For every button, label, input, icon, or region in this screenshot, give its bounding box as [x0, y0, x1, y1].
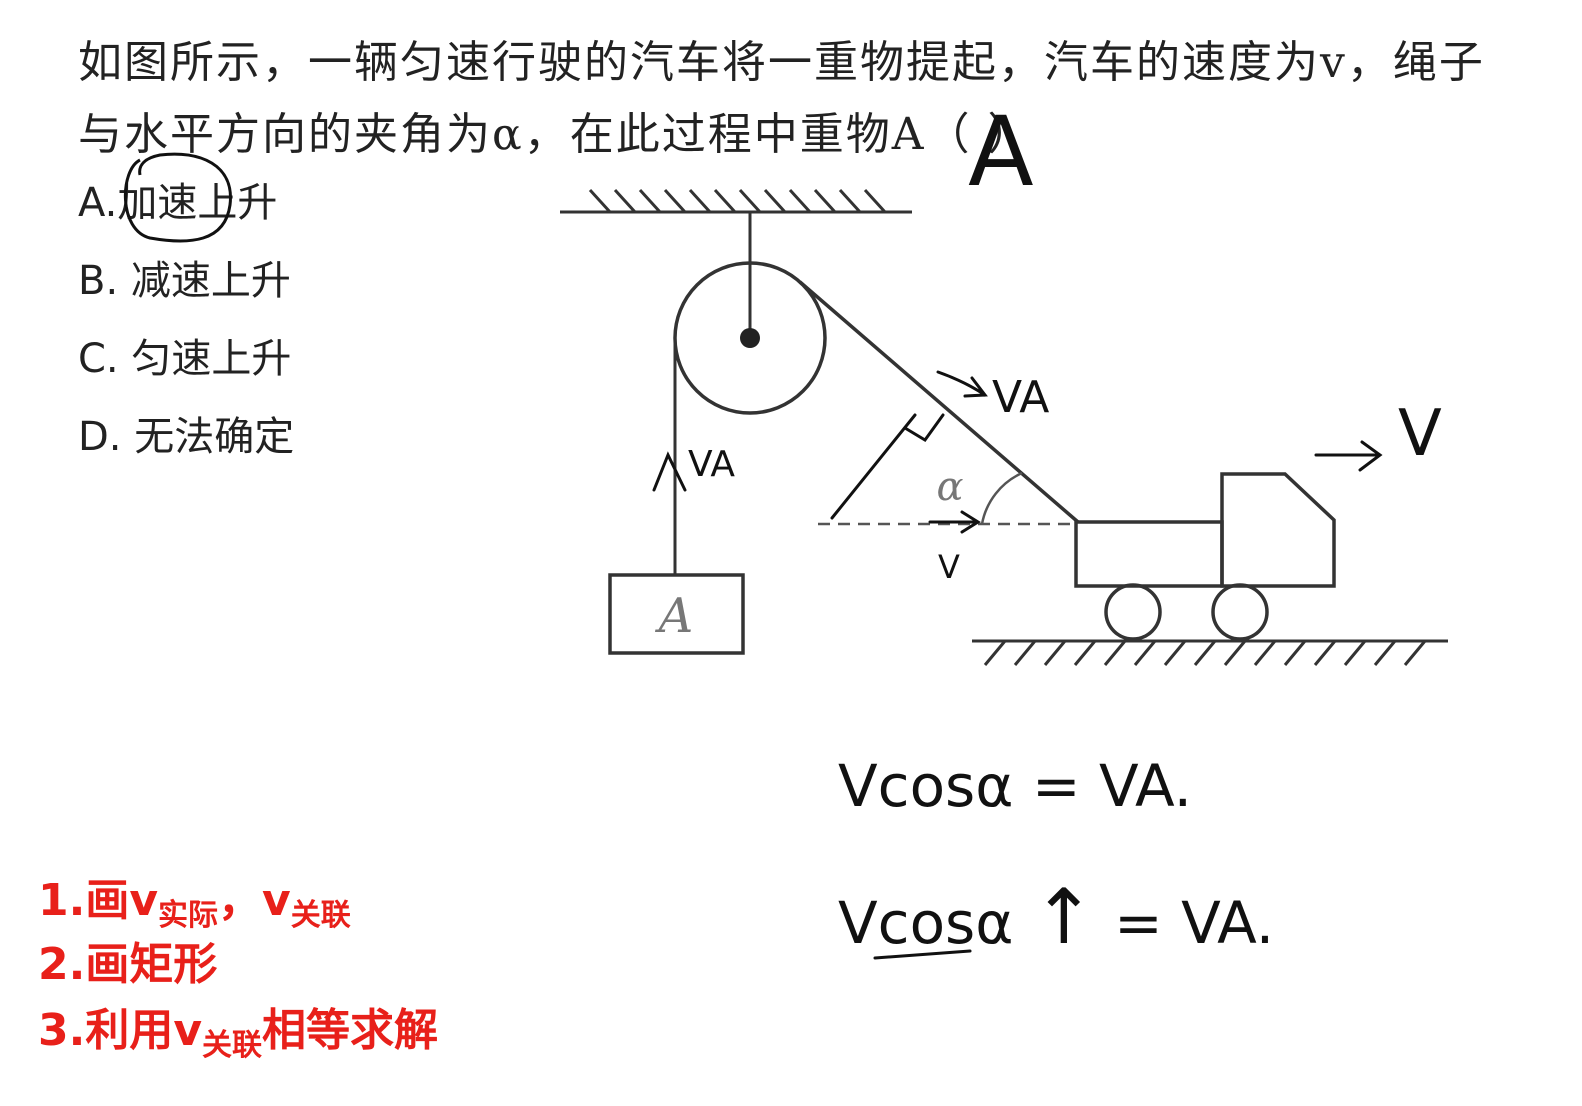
- equation-2-left: Vcosα: [838, 889, 1014, 957]
- truck-cab: [1220, 472, 1336, 588]
- truck: [1074, 472, 1336, 641]
- option-b[interactable]: B. 减速上升: [78, 248, 291, 306]
- question-line-1: 如图所示，一辆匀速行驶的汽车将一重物提起，汽车的速度为v，绳子: [78, 37, 1485, 88]
- angle-label: α: [936, 464, 963, 510]
- step-1-sub-related: 关联: [290, 897, 351, 933]
- handwritten-answer: A: [968, 96, 1034, 208]
- truck-arrow-icon: [1314, 440, 1383, 472]
- step-1-sub-actual: 实际: [158, 897, 219, 933]
- v-truck-label: V: [1398, 397, 1442, 471]
- rope-slanted: [798, 280, 1080, 524]
- eq2-underline: [873, 949, 972, 960]
- perpendicular-line: [830, 413, 917, 520]
- step-3-suffix: 相等求解: [262, 1005, 439, 1056]
- answer-circle-mark: [123, 152, 232, 243]
- option-d-letter: D.: [78, 414, 122, 460]
- option-c[interactable]: C. 匀速上升: [78, 326, 291, 384]
- step-3: 3.利用v关联相等求解: [38, 994, 438, 1064]
- angle-arc: [980, 471, 1023, 525]
- option-c-text: 匀速上升: [131, 336, 292, 382]
- up-arrow-icon: [652, 451, 687, 492]
- option-b-text: 减速上升: [130, 258, 291, 304]
- option-a-text: 加速上升: [117, 180, 278, 226]
- equation-2: Vcosα ↑ = VA.: [838, 872, 1274, 961]
- step-3-sub-related: 关联: [202, 1027, 263, 1063]
- ground: [972, 639, 1448, 666]
- step-1-mid: ，v: [218, 875, 291, 926]
- va-left-label: VA: [688, 444, 735, 485]
- ceiling: [560, 188, 912, 214]
- option-a[interactable]: A.加速上升: [78, 170, 277, 228]
- step-3-prefix: 3.利用v: [38, 1005, 203, 1056]
- block-a: [608, 573, 745, 655]
- right-angle-mark: [903, 413, 945, 442]
- pulley-axle: [740, 328, 760, 348]
- option-c-letter: C.: [78, 336, 119, 382]
- option-b-letter: B.: [78, 258, 119, 304]
- option-a-letter: A.: [78, 180, 118, 226]
- va-rope-label: VA: [992, 372, 1049, 423]
- equation-2-right: = VA.: [1114, 889, 1275, 957]
- handwritten-marks: [652, 370, 1383, 960]
- step-1: 1.画v实际，v关联: [38, 864, 351, 934]
- small-right-arrow-icon: [928, 510, 981, 534]
- rope-arrow-icon: [936, 370, 988, 398]
- block-a-label: A: [655, 588, 694, 644]
- up-arrow-icon: ↑: [1031, 872, 1096, 961]
- question-line-2: 与水平方向的夹角为α，在此过程中重物A（ ）: [78, 109, 1034, 160]
- v-small-label: V: [938, 548, 960, 586]
- step-2: 2.画矩形: [38, 939, 218, 990]
- equation-1: Vcosα = VA.: [838, 752, 1193, 820]
- step-1-prefix: 1.画v: [38, 875, 159, 926]
- truck-bed: [1074, 520, 1224, 588]
- truck-wheel-front: [1104, 583, 1162, 641]
- option-d-text: 无法确定: [134, 414, 295, 460]
- option-d[interactable]: D. 无法确定: [78, 404, 294, 462]
- truck-wheel-rear: [1211, 583, 1269, 641]
